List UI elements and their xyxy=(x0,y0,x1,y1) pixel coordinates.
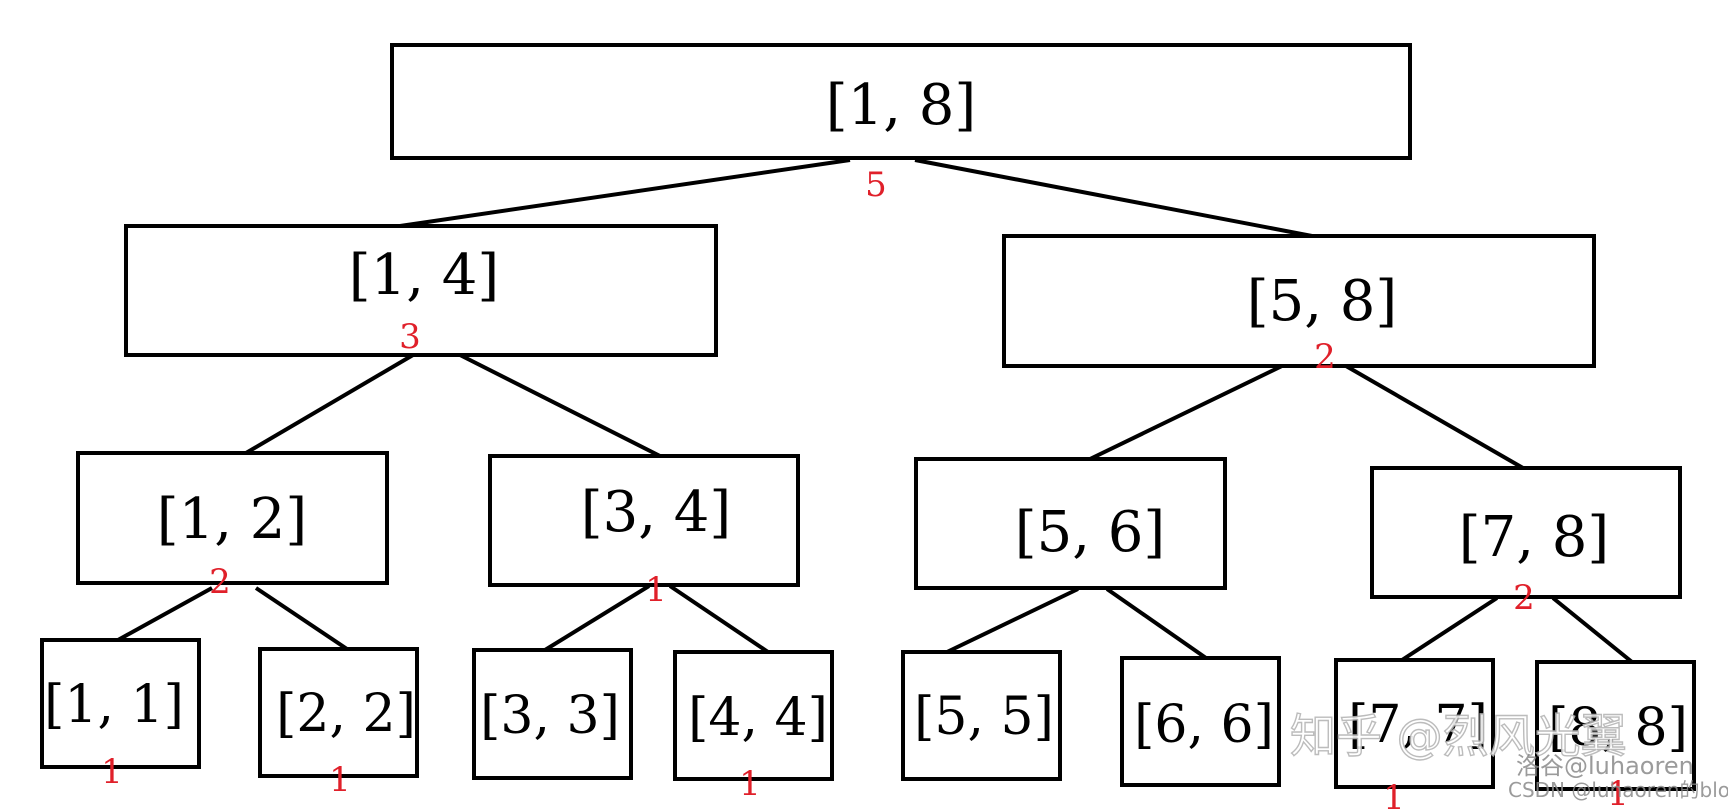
edge-34-33 xyxy=(543,584,651,652)
node-box-1-2 xyxy=(76,451,389,585)
watermark-zhihu: 知乎 @烈风光翼 xyxy=(1290,709,1627,763)
node-box-6-6 xyxy=(1120,656,1281,787)
node-labels: [1, 8] [1, 4] [5, 8] [1, 2] [3, 4] [5, 6… xyxy=(44,73,1688,758)
node-label-1-8: [1, 8] xyxy=(826,73,977,138)
tree-edges xyxy=(117,158,1634,664)
count-2-2: 1 xyxy=(329,760,351,800)
edge-78-88 xyxy=(1551,596,1634,664)
node-label-5-5: [5, 5] xyxy=(914,687,1054,747)
node-label-8-8: [8, 8] xyxy=(1548,698,1688,758)
node-box-7-8 xyxy=(1370,466,1682,599)
node-box-3-3 xyxy=(472,648,633,780)
edge-56-55 xyxy=(946,587,1079,654)
node-label-4-4: [4, 4] xyxy=(688,688,828,748)
count-1-8: 5 xyxy=(865,165,887,205)
node-box-5-6 xyxy=(914,457,1227,590)
edge-12-11 xyxy=(117,586,213,642)
node-label-7-8: [7, 8] xyxy=(1459,505,1610,570)
node-label-7-7: [7, 7] xyxy=(1348,695,1488,755)
watermarks: 知乎 @烈风光翼 洛谷@luhaoren CSDN @luhaoren的blog xyxy=(1289,708,1728,802)
watermark-csdn: CSDN @luhaoren的blog xyxy=(1508,778,1728,802)
edge-14-12 xyxy=(244,353,415,455)
node-label-2-2: [2, 2] xyxy=(276,684,416,744)
edge-78-77 xyxy=(1400,596,1499,662)
node-counts: 5 3 2 2 1 2 1 1 1 1 1 xyxy=(101,165,1629,811)
node-box-1-8 xyxy=(390,43,1412,160)
node-label-5-6: [5, 6] xyxy=(1015,500,1166,565)
count-1-1: 1 xyxy=(101,752,123,792)
edge-12-22 xyxy=(254,586,349,651)
node-box-3-4 xyxy=(488,454,800,587)
count-3-4: 1 xyxy=(645,570,667,610)
node-label-3-3: [3, 3] xyxy=(480,686,620,746)
edge-58-56 xyxy=(1089,364,1283,461)
count-7-7: 1 xyxy=(1383,778,1405,811)
node-box-5-8 xyxy=(1002,234,1596,368)
node-box-4-4 xyxy=(673,650,834,781)
watermark-luogu: 洛谷@luhaoren xyxy=(1516,752,1694,780)
count-1-2: 2 xyxy=(209,562,231,602)
node-box-1-1 xyxy=(40,638,201,769)
edge-14-34 xyxy=(459,353,661,458)
edge-56-66 xyxy=(1105,587,1208,660)
tree-boxes xyxy=(40,43,1696,791)
node-box-7-7 xyxy=(1334,658,1495,789)
node-label-1-1: [1, 1] xyxy=(44,675,184,735)
count-1-4: 3 xyxy=(399,317,421,357)
node-box-1-4 xyxy=(124,224,718,357)
edge-18-58 xyxy=(914,158,1313,238)
node-label-6-6: [6, 6] xyxy=(1134,695,1274,755)
count-8-8: 1 xyxy=(1607,774,1629,811)
edge-18-14 xyxy=(399,158,851,228)
node-label-1-2: [1, 2] xyxy=(157,487,308,552)
node-label-3-4: [3, 4] xyxy=(581,480,732,545)
node-box-2-2 xyxy=(258,647,419,778)
node-label-1-4: [1, 4] xyxy=(349,243,500,308)
node-label-5-8: [5, 8] xyxy=(1247,269,1398,334)
edge-58-78 xyxy=(1345,364,1524,470)
edge-34-44 xyxy=(668,584,770,654)
count-7-8: 2 xyxy=(1513,578,1535,618)
count-5-8: 2 xyxy=(1314,337,1336,377)
node-box-5-5 xyxy=(901,650,1062,781)
node-box-8-8 xyxy=(1535,660,1696,791)
count-4-4: 1 xyxy=(739,764,761,804)
